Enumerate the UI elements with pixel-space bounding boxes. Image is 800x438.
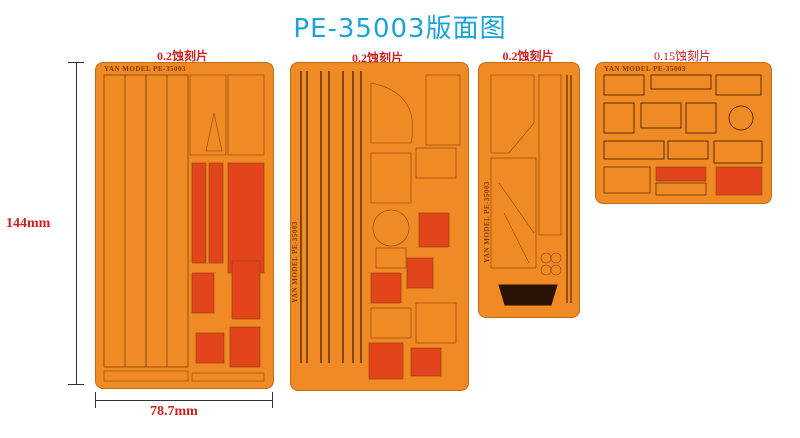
sheet-2-parts xyxy=(300,71,461,380)
height-dimension-line xyxy=(76,62,77,384)
sheet-4-label: 0.15蚀刻片 xyxy=(653,49,711,63)
sheet-3-parts xyxy=(490,74,572,306)
etch-sheet-3: YAN MODEL PE-35003 xyxy=(478,62,580,318)
etch-sheet-1: YAN MODEL PE-35003 xyxy=(95,62,274,389)
width-dimension-line xyxy=(95,400,272,401)
sheet-4-brand: YAN MODEL PE-35003 xyxy=(604,65,686,73)
sheet-1-label: 0.2蚀刻片 xyxy=(156,49,208,63)
etch-sheet-4: YAN MODEL PE-35003 xyxy=(595,62,772,204)
height-dimension-cap-top xyxy=(68,62,84,63)
sheet-1-parts xyxy=(103,74,265,382)
height-dimension-label: 144mm xyxy=(6,216,51,231)
page-title: PE-35003版面图 xyxy=(293,14,507,44)
width-dimension-label: 78.7mm xyxy=(150,404,198,419)
sheet-2-label: 0.2蚀刻片 xyxy=(351,51,403,65)
width-dimension-cap-left xyxy=(95,392,96,408)
width-dimension-cap-right xyxy=(272,392,273,408)
etch-sheet-2: YAN MODEL PE-35003 xyxy=(290,62,469,391)
height-dimension-cap-bottom xyxy=(68,384,84,385)
sheet-4-parts xyxy=(603,74,763,196)
sheet-2-brand: YAN MODEL PE-35003 xyxy=(291,221,299,303)
sheet-1-brand: YAN MODEL PE-35003 xyxy=(104,65,186,73)
sheet-3-brand: YAN MODEL PE-35003 xyxy=(483,181,491,263)
sheet-3-label: 0.2蚀刻片 xyxy=(502,49,554,63)
